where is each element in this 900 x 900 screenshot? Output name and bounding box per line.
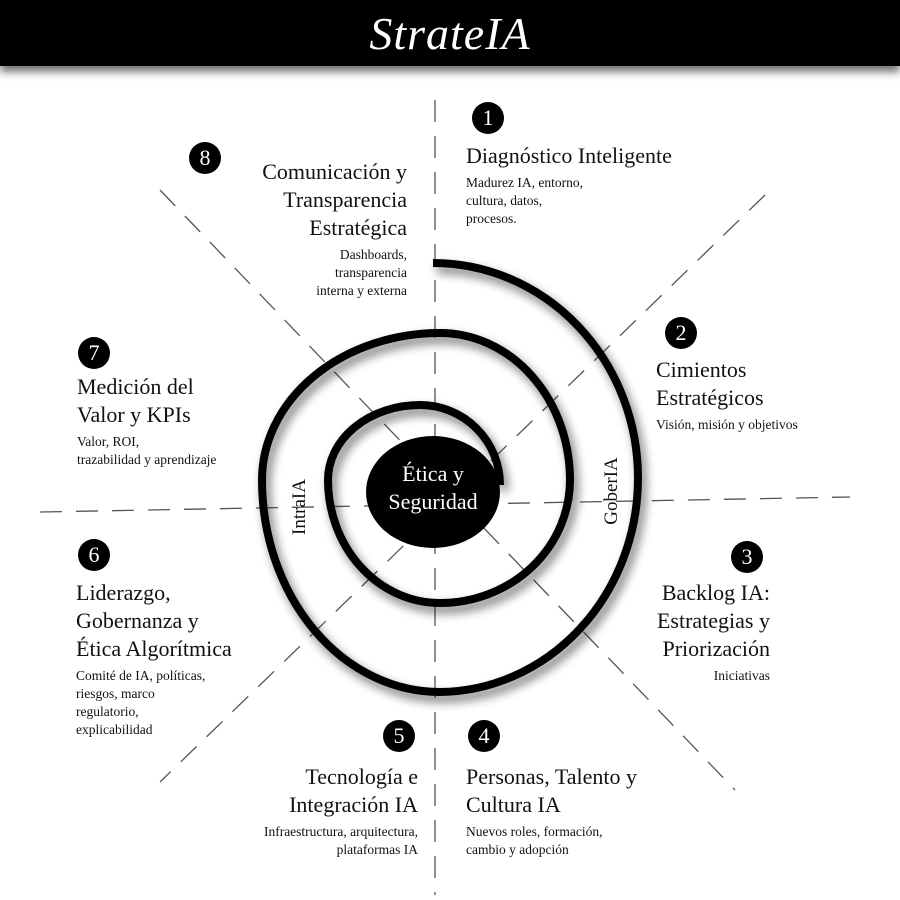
step-4-desc: cambio y adopción — [466, 842, 569, 857]
center-label: Ética y Seguridad — [363, 460, 503, 516]
step-6-desc: explicabilidad — [76, 722, 153, 737]
step-3-title: Backlog IA: — [661, 580, 770, 605]
step-6-desc: regulatorio, — [76, 704, 139, 719]
step-2-title: Cimientos — [656, 357, 747, 382]
step-4-title: Cultura IA — [466, 792, 561, 817]
step-7-title: Valor y KPIs — [77, 402, 191, 427]
step-7-desc: Valor, ROI, — [77, 434, 140, 449]
step-8-badge: 8 — [189, 142, 221, 174]
step-3-title: Priorización — [662, 636, 770, 661]
step-6-desc: riesgos, marco — [76, 686, 155, 701]
label-goberia: GoberIA — [600, 457, 622, 525]
step-8-desc: Dashboards, — [339, 247, 407, 262]
step-5-desc: Infraestructura, arquitectura, — [263, 824, 418, 839]
center-line-2: Seguridad — [388, 489, 478, 514]
step-6-title: Gobernanza y — [76, 608, 199, 633]
step-3-badge: 3 — [731, 541, 763, 573]
spiral — [257, 259, 643, 697]
step-4-title: Personas, Talento y — [466, 764, 637, 789]
step-6-title: Ética Algorítmica — [76, 636, 232, 661]
step-8-title: Comunicación y — [262, 159, 407, 184]
title-banner: StrateIA — [0, 0, 900, 66]
step-1-badge: 1 — [472, 102, 504, 134]
step-3-desc: Iniciativas — [713, 668, 770, 683]
step-4-desc: Nuevos roles, formación, — [466, 824, 603, 839]
step-3-title: Estrategias y — [656, 608, 770, 633]
step-2-badge: 2 — [665, 317, 697, 349]
step-2-desc: Visión, misión y objetivos — [656, 417, 798, 432]
step-8-title: Transparencia — [283, 187, 407, 212]
step-5: Tecnología e Integración IA Infraestructu… — [264, 763, 418, 859]
step-1-title: Diagnóstico Inteligente — [466, 143, 672, 168]
step-5-title: Integración IA — [289, 792, 418, 817]
step-1: Diagnóstico Inteligente Madurez IA, ento… — [466, 142, 672, 228]
step-6-desc: Comité de IA, políticas, — [76, 668, 206, 683]
step-4-badge: 4 — [468, 720, 500, 752]
axis-diagonal-2 — [159, 194, 766, 783]
step-8-desc: interna y externa — [316, 283, 407, 298]
step-5-badge: 5 — [383, 720, 415, 752]
step-8-title: Estratégica — [309, 215, 407, 240]
step-6-badge: 6 — [78, 539, 110, 571]
step-7-badge: 7 — [78, 337, 110, 369]
diagram-title: StrateIA — [369, 8, 531, 59]
step-4: Personas, Talento y Cultura IA Nuevos rol… — [466, 763, 637, 859]
step-5-desc: plataformas IA — [336, 842, 418, 857]
center-line-1: Ética y — [402, 461, 464, 486]
step-3: Backlog IA: Estrategias y Priorización Ini… — [657, 579, 770, 685]
step-2-title: Estratégicos — [656, 385, 764, 410]
step-7-title: Medición del — [77, 374, 194, 399]
step-8-desc: transparencia — [335, 265, 407, 280]
step-5-title: Tecnología e — [305, 764, 418, 789]
center-ellipse — [366, 436, 500, 548]
step-1-desc: procesos. — [466, 211, 517, 226]
step-6-title: Liderazgo, — [76, 580, 171, 605]
label-intraia: IntraIA — [288, 479, 310, 535]
step-1-desc: cultura, datos, — [466, 193, 543, 208]
step-7-desc: trazabilidad y aprendizaje — [77, 452, 217, 467]
step-1-desc: Madurez IA, entorno, — [466, 175, 583, 190]
